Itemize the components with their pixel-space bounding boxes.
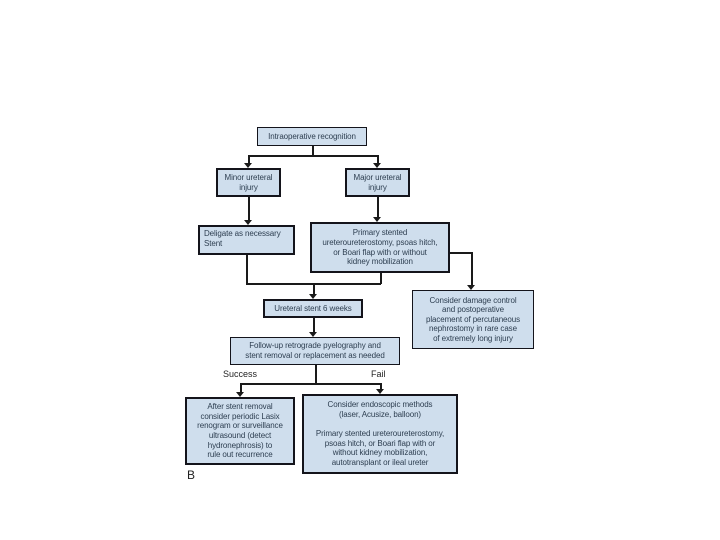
connector-to-stent — [313, 283, 315, 295]
node-after-stent-removal: After stent removal consider periodic La… — [185, 397, 295, 465]
connector-followup-down — [315, 365, 317, 384]
node-ureteral-stent-6-weeks: Ureteral stent 6 weeks — [263, 299, 363, 318]
connector-to-fail-box — [380, 383, 382, 390]
arrowhead-fail-box — [376, 389, 384, 394]
connector-primary-down — [380, 273, 382, 284]
arrowhead-primary — [373, 217, 381, 222]
connector-to-minor — [248, 155, 250, 164]
node-intraoperative-recognition: Intraoperative recognition — [257, 127, 367, 146]
node-minor-ureteral-injury: Minor ureteral injury — [216, 168, 281, 197]
connector-stent-followup — [313, 318, 315, 333]
connector-minor-deligate — [248, 197, 250, 221]
node-major-ureteral-injury: Major ureteral injury — [345, 168, 410, 197]
connector-to-major — [377, 155, 379, 164]
node-fail-options: Consider endoscopic methods (laser, Acus… — [302, 394, 458, 474]
node-followup-pyelography: Follow-up retrograde pyelography and ste… — [230, 337, 400, 365]
node-damage-control: Consider damage control and postoperativ… — [412, 290, 534, 349]
arrowhead-damage-control — [467, 285, 475, 290]
arrowhead-followup — [309, 332, 317, 337]
connector-success-fail-branch — [240, 383, 381, 385]
connector-to-damage-control — [471, 252, 473, 286]
connector-deligate-down — [246, 255, 248, 284]
node-deligate-stent: Deligate as necessary Stent — [198, 225, 295, 255]
arrowhead-major — [373, 163, 381, 168]
node-primary-stented-repair: Primary stented ureteroureterostomy, pso… — [310, 222, 450, 273]
edge-label-fail: Fail — [371, 369, 386, 379]
figure-label: B — [187, 468, 196, 482]
arrowhead-deligate — [244, 220, 252, 225]
connector-major-primary — [377, 197, 379, 218]
edge-label-success: Success — [223, 369, 258, 379]
connector-to-success-box — [240, 383, 242, 393]
connector-top-branch — [248, 155, 378, 157]
connector-primary-right — [450, 252, 472, 254]
connector-top-stem — [312, 146, 314, 156]
arrowhead-success-box — [236, 392, 244, 397]
arrowhead-minor — [244, 163, 252, 168]
arrowhead-stent — [309, 294, 317, 299]
